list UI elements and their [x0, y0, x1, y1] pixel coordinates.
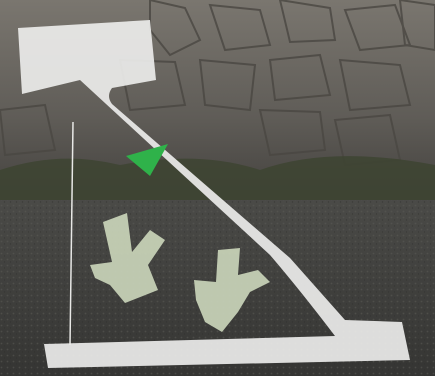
game-scene	[0, 0, 435, 376]
scene-canvas	[0, 0, 435, 376]
